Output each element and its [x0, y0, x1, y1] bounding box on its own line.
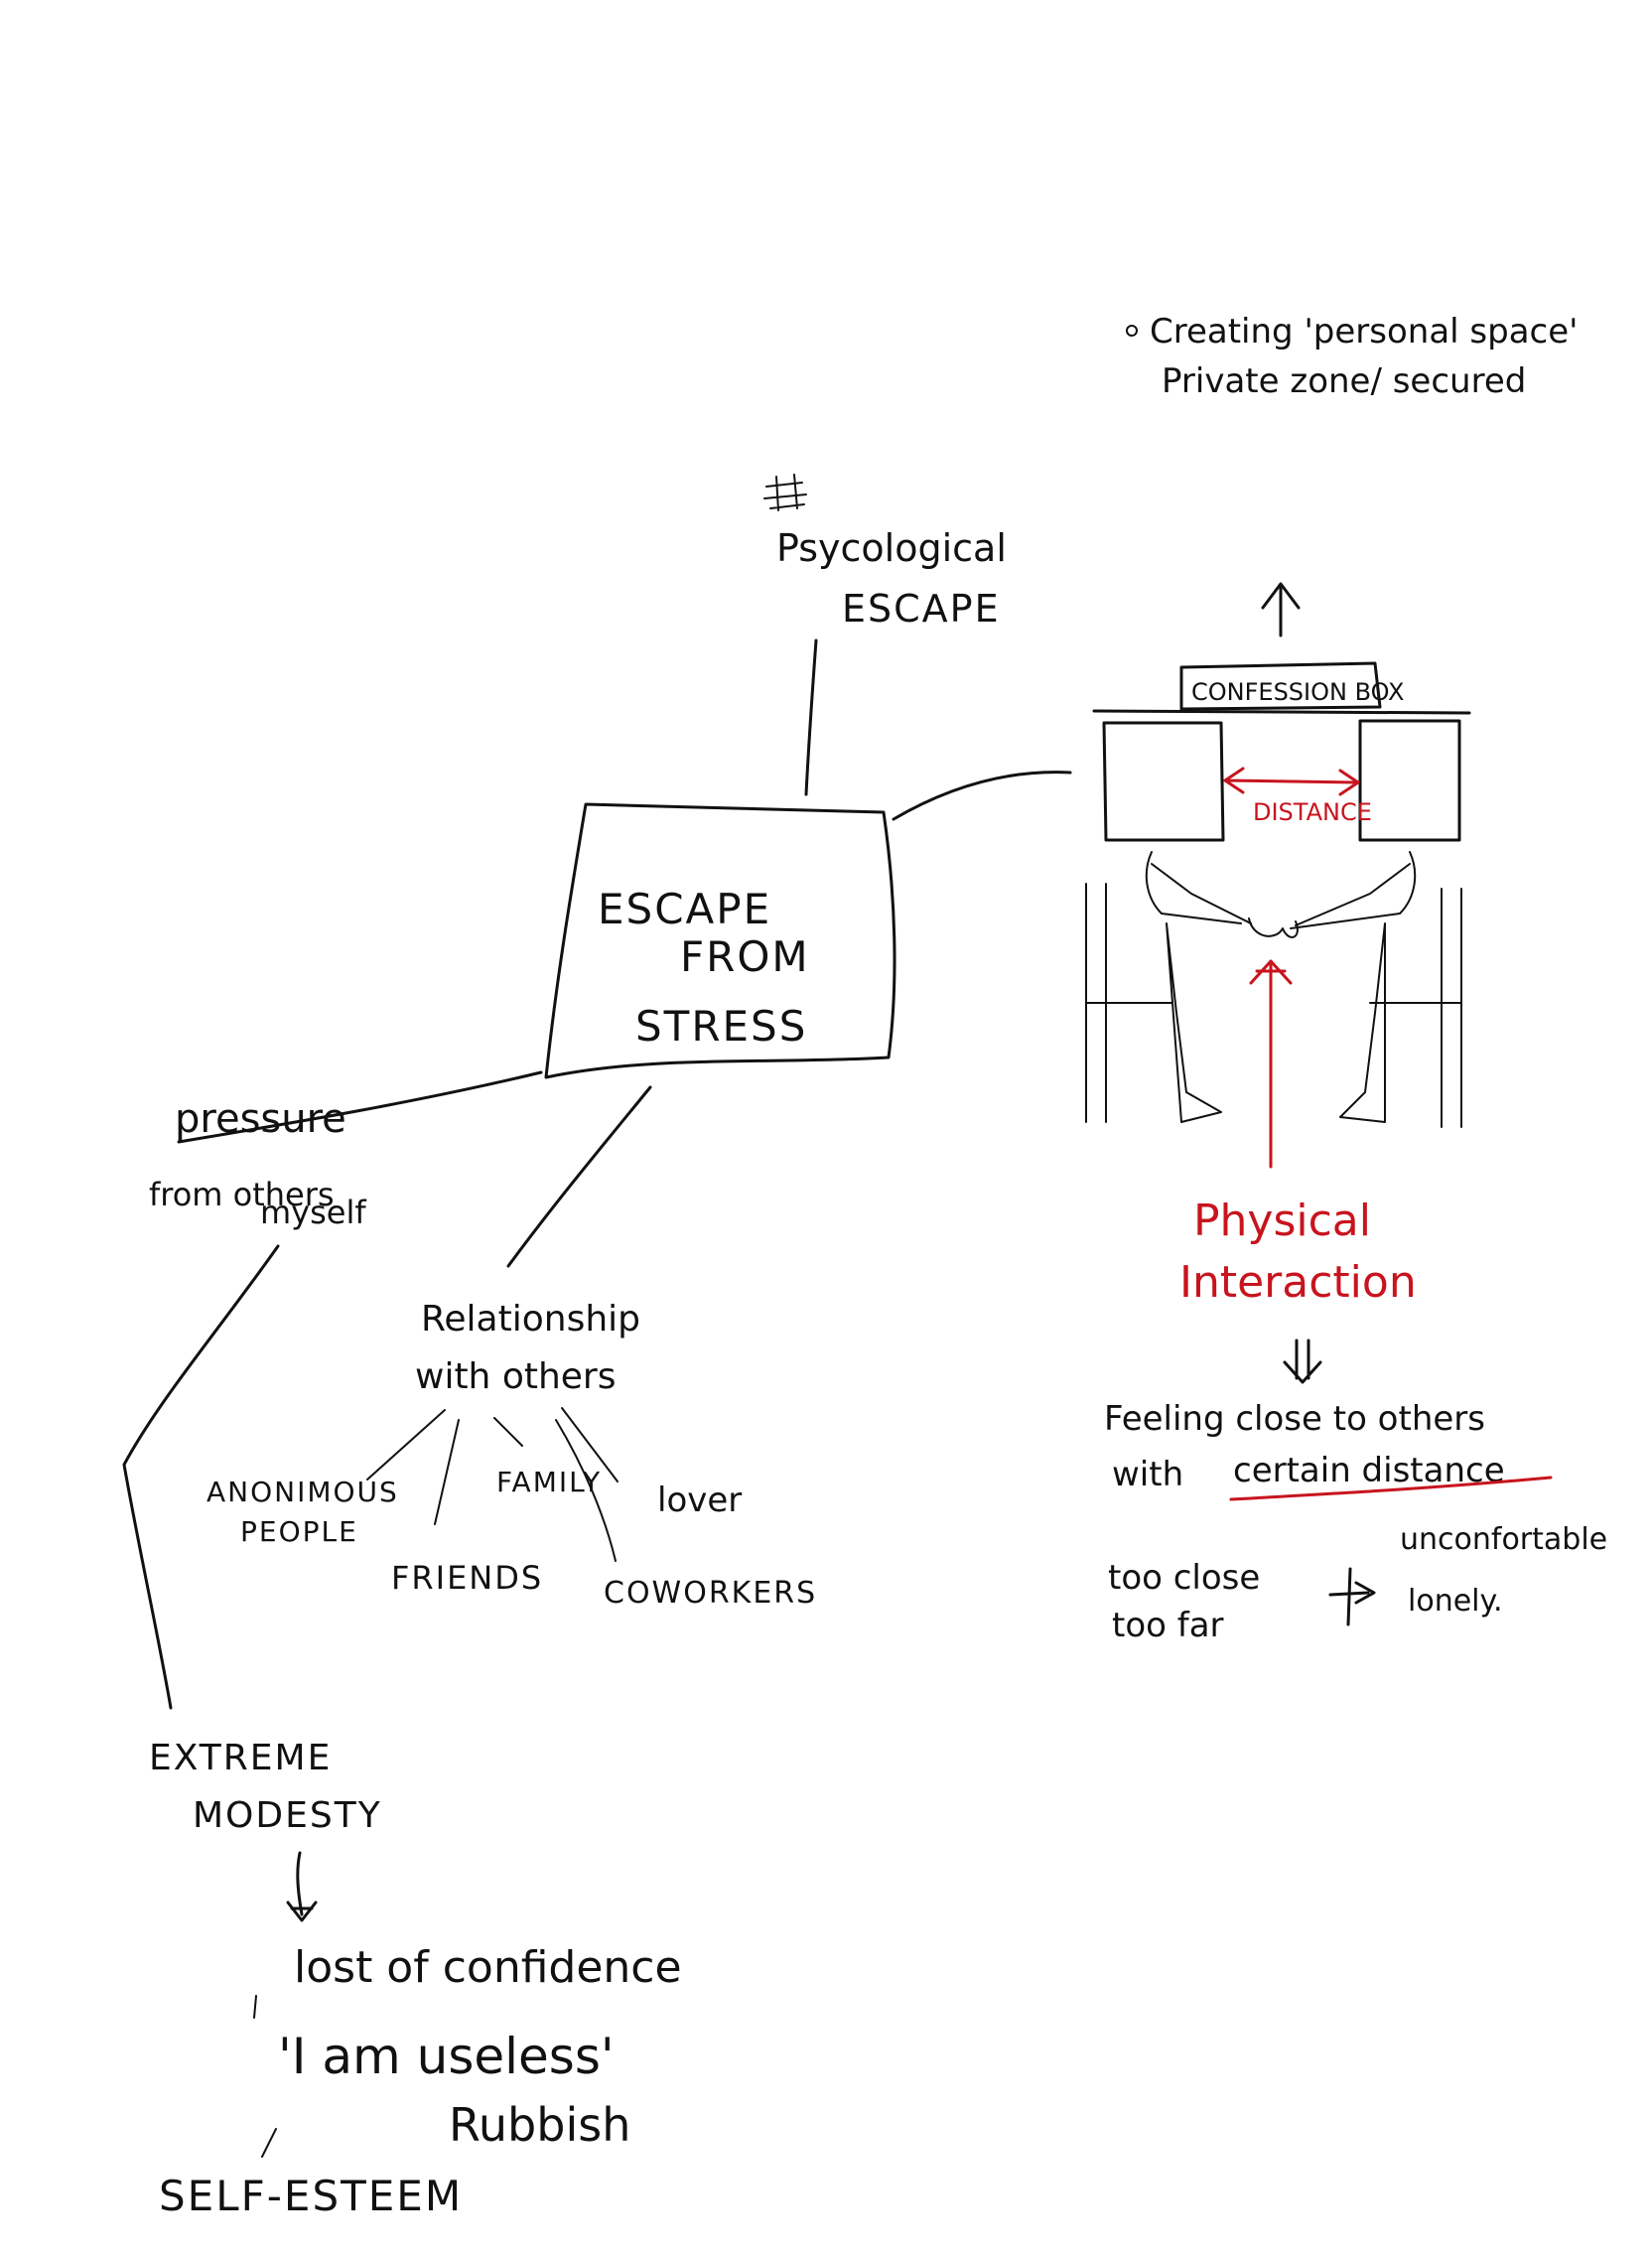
relationship-item-friends: FRIENDS [391, 1559, 543, 1597]
modesty-line-1: EXTREME [149, 1738, 332, 1778]
bracket-arrow-icon [1330, 1569, 1374, 1624]
scribble-mark [764, 475, 806, 510]
table-top [1094, 711, 1469, 713]
relationship-item-coworkers: COWORKERS [604, 1576, 817, 1611]
result-1-text: unconfortable [1400, 1522, 1607, 1557]
confession-box-illustration: CONFESSION BOX DISTANCE [1086, 663, 1469, 1167]
up-arrow-icon [1263, 584, 1299, 635]
psychological-line-2: ESCAPE [842, 587, 1001, 631]
center-line-2: FROM [680, 932, 810, 981]
top-note-line-1: Creating 'personal space' [1150, 312, 1579, 352]
physical-line-1: Physical [1193, 1196, 1371, 1246]
psychological-line-1: Psycological [776, 526, 1007, 570]
down-arrow-icon [288, 1853, 316, 1920]
distance-label: DISTANCE [1253, 798, 1372, 826]
modesty-line-2: MODESTY [193, 1795, 382, 1836]
feeling-line-2-prefix: with [1112, 1455, 1183, 1494]
left-panel [1104, 723, 1223, 840]
distance-arrow [1225, 769, 1358, 794]
relationship-item-anonimous: ANONIMOUS [206, 1476, 399, 1508]
relationship-item-lover: lover [657, 1480, 742, 1520]
relationship-line-2: with others [415, 1356, 616, 1397]
i-am-useless-text: 'I am useless' [278, 2028, 615, 2085]
small-tick-mark [254, 1996, 256, 2018]
rubbish-text: Rubbish [449, 2098, 630, 2152]
relationship-line-1: Relationship [421, 1299, 640, 1340]
relationship-item-people: PEOPLE [240, 1515, 358, 1548]
result-2-text: lonely. [1408, 1584, 1503, 1619]
too-far-text: too far [1112, 1606, 1224, 1645]
feeling-line-1: Feeling close to others [1104, 1399, 1485, 1439]
self-esteem-text: SELF-ESTEEM [159, 2172, 463, 2220]
small-slash-mark [262, 2129, 276, 2157]
physical-line-2: Interaction [1179, 1257, 1417, 1308]
center-line-3: STRESS [635, 1002, 807, 1051]
center-line-1: ESCAPE [598, 885, 771, 933]
confession-box-label: CONFESSION BOX [1191, 678, 1404, 706]
relationship-item-family: FAMILY [496, 1466, 602, 1498]
pressure-title: pressure [175, 1096, 346, 1142]
bullet-icon [1127, 326, 1137, 336]
connector-center-to-relationship [508, 1087, 650, 1266]
right-panel [1360, 721, 1459, 840]
connector-center-to-illustration [894, 773, 1070, 819]
too-close-text: too close [1108, 1558, 1260, 1598]
lost-of-confidence-text: lost of confidence [294, 1942, 682, 1993]
top-note-line-2: Private zone/ secured [1162, 361, 1526, 401]
pressure-line-2: myself [260, 1194, 366, 1231]
down-double-arrow-icon [1285, 1340, 1320, 1382]
connector-center-to-psychological [806, 640, 816, 794]
